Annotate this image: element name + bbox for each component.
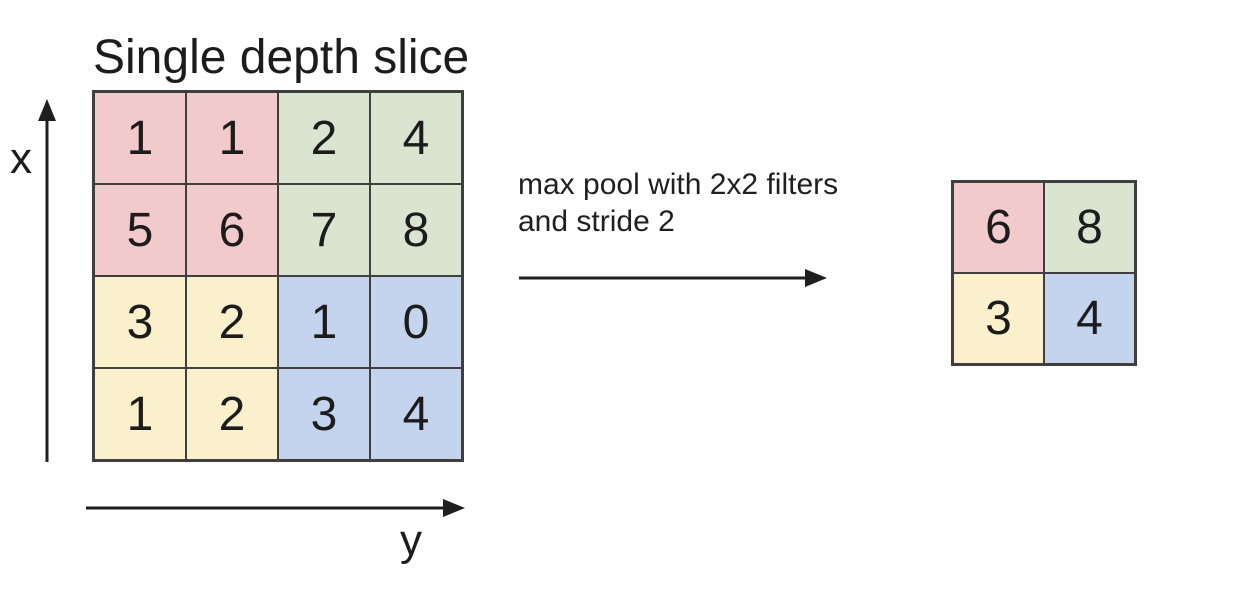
annotation-line-2: and stride 2 [518,205,675,238]
grid-cell: 1 [278,276,370,368]
grid-cell: 1 [186,92,278,184]
grid-cell: 4 [1044,273,1135,364]
grid-cell: 2 [278,92,370,184]
grid-cell: 8 [1044,182,1135,273]
grid-cell: 6 [953,182,1044,273]
grid-cell: 5 [94,184,186,276]
grid-cell: 3 [953,273,1044,364]
grid-cell: 3 [94,276,186,368]
grid-cell: 1 [94,92,186,184]
grid-cell: 2 [186,368,278,460]
grid-cell: 4 [370,92,462,184]
y-axis-label: y [400,516,422,565]
figure-title: Single depth slice [93,31,470,84]
x-axis-label: x [10,134,32,183]
grid-cell: 2 [186,276,278,368]
maxpool-annotation: max pool with 2x2 filters and stride 2 [518,166,838,240]
grid-cell: 3 [278,368,370,460]
grid-cell: 4 [370,368,462,460]
grid-cell: 1 [94,368,186,460]
grid-cell: 7 [278,184,370,276]
grid-cell: 6 [186,184,278,276]
annotation-line-1: max pool with 2x2 filters [518,168,839,201]
grid-cell: 8 [370,184,462,276]
grid-cell: 0 [370,276,462,368]
